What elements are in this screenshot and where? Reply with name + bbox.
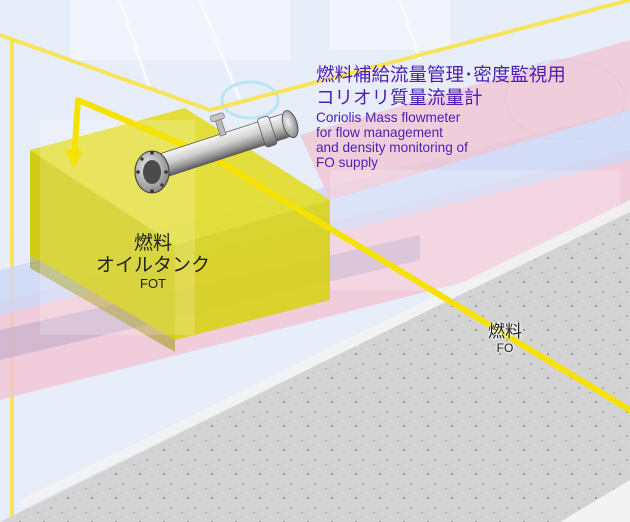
concrete-strip-upper bbox=[20, 200, 630, 510]
oil-tank-label-line2: オイルタンク bbox=[95, 254, 210, 276]
oil-tank-side bbox=[175, 200, 330, 340]
flowmeter-title-line1: 燃料補給流量管理･密度監視用 bbox=[316, 64, 566, 85]
flowmeter-callout: 燃料補給流量管理･密度監視用 コリオリ質量流量計 Coriolis Mass f… bbox=[316, 64, 626, 170]
fuel-line-pipe bbox=[71, 97, 630, 413]
oil-tank-top bbox=[30, 108, 330, 245]
flowmeter-desc-line4: FO supply bbox=[316, 155, 378, 171]
coriolis-flowmeter bbox=[134, 110, 299, 194]
fuel-line-label-ja: 燃料 bbox=[488, 322, 522, 341]
oil-tank-abbr: FOT bbox=[140, 275, 166, 291]
flowmeter-title-line2: コリオリ質量流量計 bbox=[316, 86, 483, 108]
fuel-line-abbr: FO bbox=[496, 340, 514, 355]
fuel-line-label: 燃料 FO bbox=[470, 322, 540, 355]
fuel-line-arrowhead bbox=[65, 150, 83, 168]
flowmeter-desc-line2: for flow management bbox=[316, 124, 443, 140]
oil-tank-label: 燃料 オイルタンク FOT bbox=[88, 233, 218, 292]
flowmeter-desc-line3: and density monitoring of bbox=[316, 139, 468, 155]
frame-line-top bbox=[0, 0, 630, 113]
oil-tank-shadow bbox=[30, 255, 175, 352]
oil-tank-label-line1: 燃料 bbox=[133, 233, 172, 254]
concrete-strip-light bbox=[560, 480, 630, 522]
flowmeter-desc-line1: Coriolis Mass flowmeter bbox=[316, 109, 461, 125]
oil-tank-front bbox=[30, 150, 175, 340]
deck-band-pink-upper bbox=[300, 40, 630, 200]
